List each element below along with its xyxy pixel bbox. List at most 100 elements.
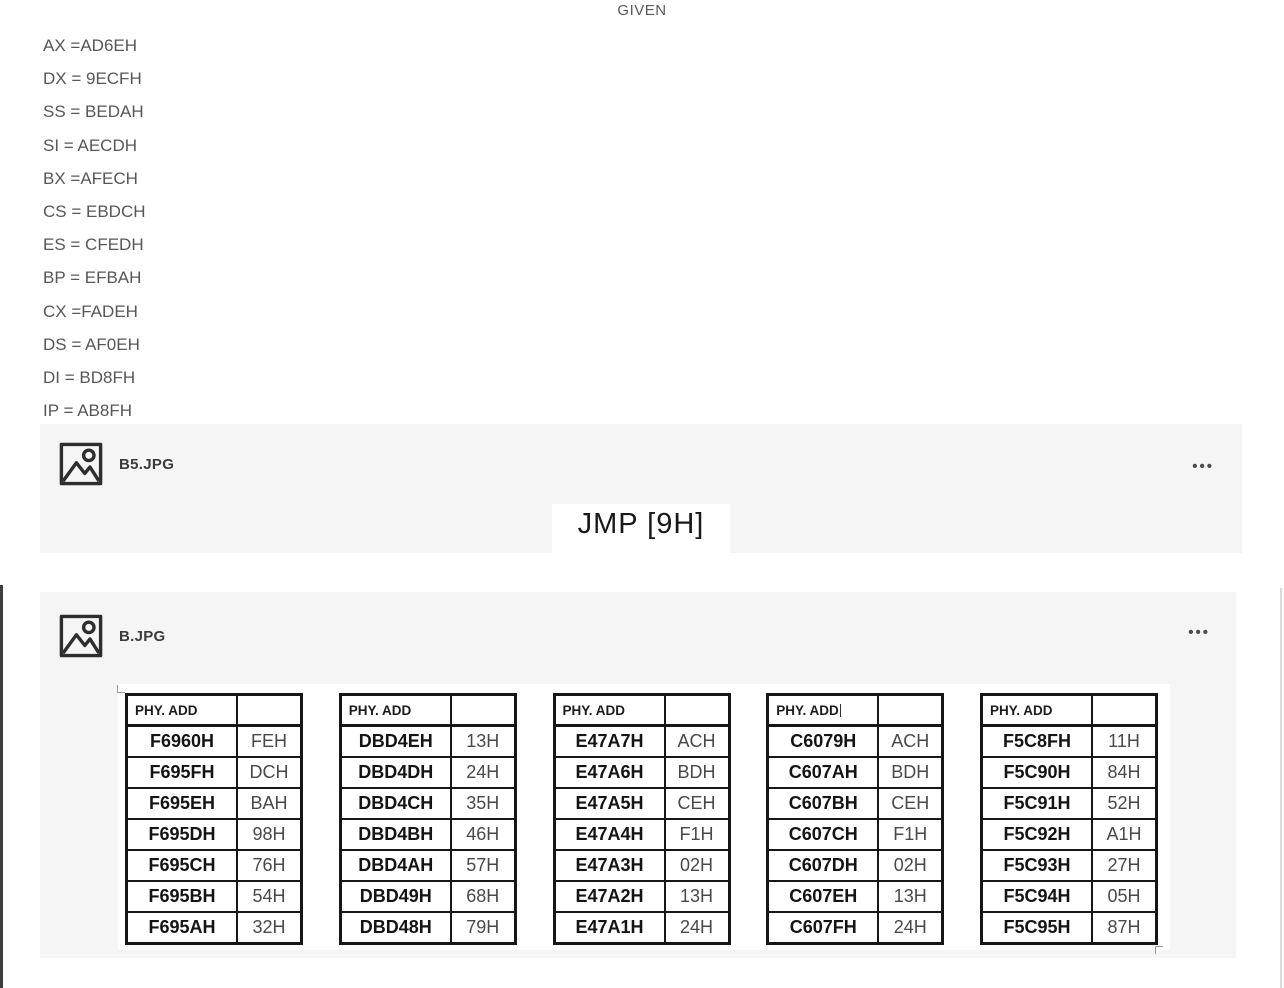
phys-address-cell: C607AH: [766, 756, 880, 789]
value-cell: DCH: [236, 756, 303, 789]
image-icon: [57, 440, 105, 488]
value-cell: 35H: [449, 787, 517, 820]
value-cell: 46H: [449, 818, 517, 851]
phys-address-cell: E47A5H: [553, 787, 666, 820]
phys-address-cell: C607DH: [766, 849, 880, 882]
memory-row: E47A4H F1H: [553, 818, 730, 851]
register-list: AX =AD6EH DX = 9ECFH SS = BEDAH SI = AEC…: [43, 29, 146, 427]
phys-address-cell: DBD49H: [339, 880, 452, 913]
table-header-label: PHY. ADD: [776, 702, 839, 718]
memory-row: E47A2H 13H: [553, 880, 730, 913]
memory-row: DBD4DH 24H: [339, 756, 517, 789]
value-cell: CEH: [877, 787, 944, 820]
value-cell: BAH: [236, 787, 303, 820]
memory-row: F5C92H A1H: [980, 818, 1158, 851]
memory-row: F695BH 54H: [125, 880, 303, 913]
memory-tables-image: PHY. ADD F6960H FEH F695FH DCH: [117, 684, 1170, 954]
phys-address-cell: C607FH: [766, 911, 880, 945]
memory-row: F6960H FEH: [125, 724, 303, 758]
value-cell: 13H: [449, 724, 517, 758]
memory-row: C607FH 24H: [766, 911, 944, 945]
attachment-card-b[interactable]: B.JPG ••• PHY. ADD F6960H FEH: [40, 592, 1236, 958]
value-cell: 13H: [877, 880, 944, 913]
phys-address-cell: E47A2H: [553, 880, 666, 913]
memory-row: E47A1H 24H: [553, 911, 730, 945]
value-cell: F1H: [877, 818, 944, 851]
attachment-card-b5[interactable]: B5.JPG ••• JMP [9H]: [40, 424, 1242, 553]
value-cell: 52H: [1091, 787, 1158, 820]
memory-row: F5C8FH 11H: [980, 724, 1158, 758]
phys-address-cell: DBD4DH: [339, 756, 452, 789]
table-header-empty: [449, 693, 517, 727]
value-cell: 32H: [236, 911, 303, 945]
register-line: BX =AFECH: [43, 168, 138, 188]
memory-row: F695AH 32H: [125, 911, 303, 945]
selection-handle-top-left-icon: [117, 685, 125, 693]
phys-address-cell: F5C93H: [980, 849, 1093, 882]
register-line: CX =FADEH: [43, 301, 138, 321]
value-cell: ACH: [663, 724, 730, 758]
register-line: AX =AD6EH: [43, 36, 138, 55]
register-line: ES = CFEDH: [43, 235, 144, 255]
phys-address-cell: E47A1H: [553, 911, 666, 945]
value-cell: 57H: [449, 849, 517, 882]
phys-address-cell: F5C90H: [980, 756, 1093, 789]
memory-row: F5C91H 52H: [980, 787, 1158, 820]
phys-address-cell: F5C91H: [980, 787, 1093, 820]
page-edge-line: [1280, 588, 1282, 988]
value-cell: 05H: [1091, 880, 1158, 913]
memory-row: F695EH BAH: [125, 787, 303, 820]
value-cell: 79H: [449, 911, 517, 945]
register-line: DS = AF0EH: [43, 334, 140, 354]
register-line: SI = AECDH: [43, 135, 138, 155]
register-line: IP = AB8FH: [43, 401, 132, 421]
memory-row: C607DH 02H: [766, 849, 944, 882]
memory-row: E47A6H BDH: [553, 756, 730, 789]
memory-row: E47A7H ACH: [553, 724, 730, 758]
phys-address-cell: F6960H: [125, 724, 238, 758]
value-cell: BDH: [663, 756, 730, 789]
instruction-text: JMP [9H]: [577, 508, 705, 540]
memory-row: DBD48H 79H: [339, 911, 517, 945]
memory-row: C607EH 13H: [766, 880, 944, 913]
phys-address-cell: C607CH: [766, 818, 880, 851]
memory-row: F695FH DCH: [125, 756, 303, 789]
phys-address-cell: F695AH: [125, 911, 238, 945]
memory-row: DBD4EH 13H: [339, 724, 517, 758]
memory-row: F5C94H 05H: [980, 880, 1158, 913]
phys-address-cell: F5C8FH: [980, 724, 1093, 758]
value-cell: BDH: [877, 756, 944, 789]
value-cell: 02H: [877, 849, 944, 882]
phys-address-cell: E47A4H: [553, 818, 666, 851]
memory-row: C6079H ACH: [766, 724, 944, 758]
phys-add-table-3: PHY. ADD E47A7H ACH E47A6H BDH: [552, 693, 731, 945]
table-header-empty: [663, 693, 730, 727]
page-edge-bar: [0, 585, 3, 988]
register-line: CS = EBDCH: [43, 201, 146, 221]
register-line: SS = BEDAH: [43, 102, 144, 122]
value-cell: 68H: [449, 880, 517, 913]
memory-row: DBD4BH 46H: [339, 818, 517, 851]
memory-row: E47A3H 02H: [553, 849, 730, 882]
value-cell: 84H: [1091, 756, 1158, 789]
phys-address-cell: DBD4CH: [339, 787, 452, 820]
more-options-button[interactable]: •••: [1188, 456, 1218, 477]
value-cell: 24H: [877, 911, 944, 945]
value-cell: 87H: [1091, 911, 1158, 945]
table-header-label: PHY. ADD: [553, 693, 666, 727]
memory-row: DBD49H 68H: [339, 880, 517, 913]
phys-address-cell: DBD4AH: [339, 849, 452, 882]
value-cell: F1H: [663, 818, 730, 851]
memory-row: E47A5H CEH: [553, 787, 730, 820]
more-options-button[interactable]: •••: [1184, 622, 1214, 643]
value-cell: 54H: [236, 880, 303, 913]
memory-row: F5C90H 84H: [980, 756, 1158, 789]
value-cell: 13H: [663, 880, 730, 913]
value-cell: 27H: [1091, 849, 1158, 882]
instruction-image: JMP [9H]: [551, 504, 731, 553]
value-cell: 24H: [663, 911, 730, 945]
memory-row: DBD4AH 57H: [339, 849, 517, 882]
phys-address-cell: C607EH: [766, 880, 880, 913]
given-heading: GIVEN: [617, 2, 667, 19]
